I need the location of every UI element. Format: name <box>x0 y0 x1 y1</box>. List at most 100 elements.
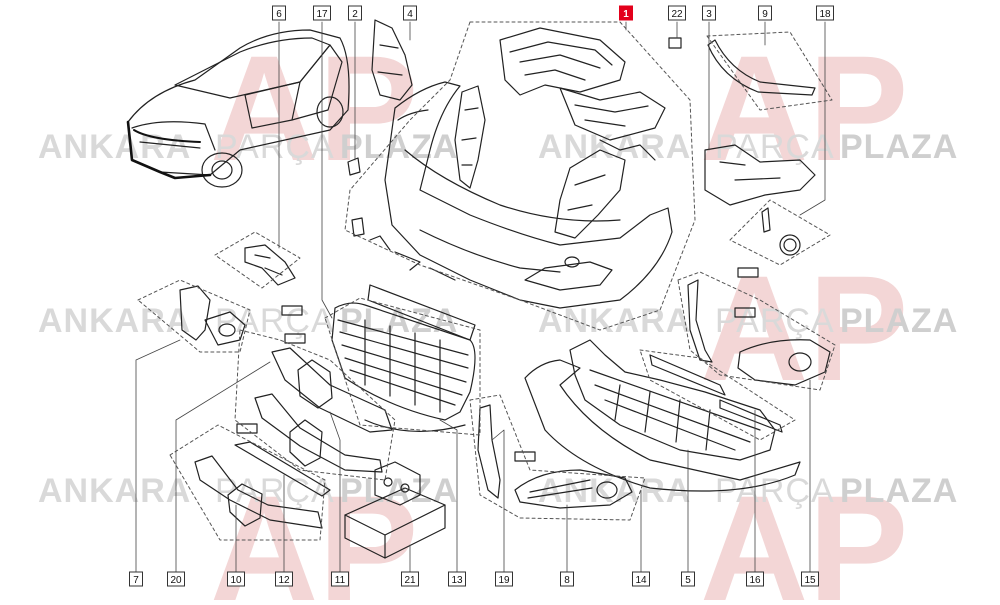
callout-6: 6 <box>272 5 286 21</box>
callout-19: 19 <box>495 571 513 587</box>
watermark-logo: AP <box>210 24 418 192</box>
part-front-bumper <box>384 81 673 309</box>
part-20-air-duct <box>179 285 246 346</box>
callout-number: 14 <box>635 575 647 586</box>
callout-box <box>560 571 574 587</box>
callout-box <box>331 571 349 587</box>
callout-number: 13 <box>451 575 463 586</box>
group-outlines <box>137 21 836 541</box>
callout-box <box>702 5 716 21</box>
watermark-logo-letters: AP <box>210 24 418 192</box>
callout-9: 9 <box>758 5 772 21</box>
callout-number: 16 <box>749 575 761 586</box>
callout-number: 7 <box>133 575 139 586</box>
callout-16: 16 <box>746 571 764 587</box>
callout-22: 22 <box>668 5 686 21</box>
watermark-word: PLAZA <box>840 472 958 510</box>
part-11-chrome-grille <box>271 347 393 433</box>
watermark-word: PLAZA <box>840 302 958 340</box>
part-4-bracket <box>371 19 413 101</box>
callout-number: 11 <box>335 575 346 586</box>
fastener-label-box <box>236 267 759 462</box>
callout-box <box>668 5 686 21</box>
callout-number: 21 <box>404 575 416 586</box>
watermark-logo-letters: AP <box>700 244 908 412</box>
part-10-grille-frame <box>194 455 323 529</box>
callout-number: 18 <box>819 9 831 20</box>
callout-11: 11 <box>331 571 349 587</box>
callout-1: 1 <box>619 5 633 21</box>
callout-number: 1 <box>623 9 629 20</box>
callout-number: 8 <box>564 575 570 586</box>
callout-box <box>401 571 419 587</box>
part-lower-bracket <box>554 149 626 239</box>
watermark-row: ANKARA PARÇA PLAZA ANKARA PARÇA PLAZA <box>38 472 958 510</box>
callout-21: 21 <box>401 571 419 587</box>
part-12-trim-strip <box>234 441 331 497</box>
callout-box <box>746 571 764 587</box>
callout-box <box>227 571 245 587</box>
callout-20: 20 <box>167 571 185 587</box>
callout-box <box>129 571 143 587</box>
callout-number: 12 <box>278 575 290 586</box>
part-3-support-bracket <box>704 144 816 206</box>
part-8-fog-lamp-cover <box>514 469 633 509</box>
callout-number: 15 <box>804 575 816 586</box>
callout-5: 5 <box>681 571 695 587</box>
callout-number: 5 <box>685 575 691 586</box>
callout-13: 13 <box>448 571 466 587</box>
callout-17: 17 <box>313 5 331 21</box>
watermark-word: PARÇA <box>715 472 835 510</box>
watermark-word: ANKARA <box>538 472 691 510</box>
watermark-row: ANKARA PARÇA PLAZA ANKARA PARÇA PLAZA <box>38 302 958 340</box>
part-6-bracket <box>244 244 296 286</box>
callout-3: 3 <box>702 5 716 21</box>
watermark-logo: AP <box>700 24 908 192</box>
callout-number: 4 <box>407 9 413 20</box>
part-front-end-carrier <box>499 27 666 161</box>
watermark-word: ANKARA <box>38 472 191 510</box>
part-22-clip <box>668 37 682 49</box>
callout-number: 19 <box>498 575 510 586</box>
callout-number: 20 <box>170 575 182 586</box>
callout-12: 12 <box>275 571 293 587</box>
callout-box <box>758 5 772 21</box>
callout-box <box>801 571 819 587</box>
watermark-logo-letters: AP <box>700 24 908 192</box>
watermark-word: PARÇA <box>715 128 835 166</box>
callout-7: 7 <box>129 571 143 587</box>
callout-box <box>495 571 513 587</box>
callout-number: 6 <box>276 9 282 20</box>
part-5-undertray <box>569 339 776 461</box>
callout-2: 2 <box>348 5 362 21</box>
callout-number: 3 <box>706 9 712 20</box>
watermark-word: PLAZA <box>840 128 958 166</box>
callout-number: 2 <box>352 9 358 20</box>
car-illustration <box>126 29 350 188</box>
callout-box <box>275 571 293 587</box>
leader-lines <box>135 21 826 573</box>
watermark-word: ANKARA <box>538 302 691 340</box>
callout-4: 4 <box>403 5 417 21</box>
watermark-word: PLAZA <box>340 302 458 340</box>
part-17-lower-grille <box>331 302 476 421</box>
watermark-row: ANKARA PARÇA PLAZA ANKARA PARÇA PLAZA <box>38 128 958 166</box>
part-16-reinforcement <box>649 354 783 433</box>
callout-number: 9 <box>762 9 768 20</box>
callout-box <box>167 571 185 587</box>
part-14-lower-spoiler <box>524 359 801 492</box>
part-19-side-trim <box>477 404 501 499</box>
callout-box <box>348 5 362 21</box>
callout-8: 8 <box>560 571 574 587</box>
callout-box <box>272 5 286 21</box>
watermark-word: PARÇA <box>215 128 335 166</box>
callout-number: 17 <box>316 9 328 20</box>
callout-18: 18 <box>816 5 834 21</box>
callout-number: 10 <box>230 575 242 586</box>
callout-box <box>816 5 834 21</box>
callout-box <box>681 571 695 587</box>
part-left-bracket <box>454 85 486 189</box>
callout-box <box>448 571 466 587</box>
